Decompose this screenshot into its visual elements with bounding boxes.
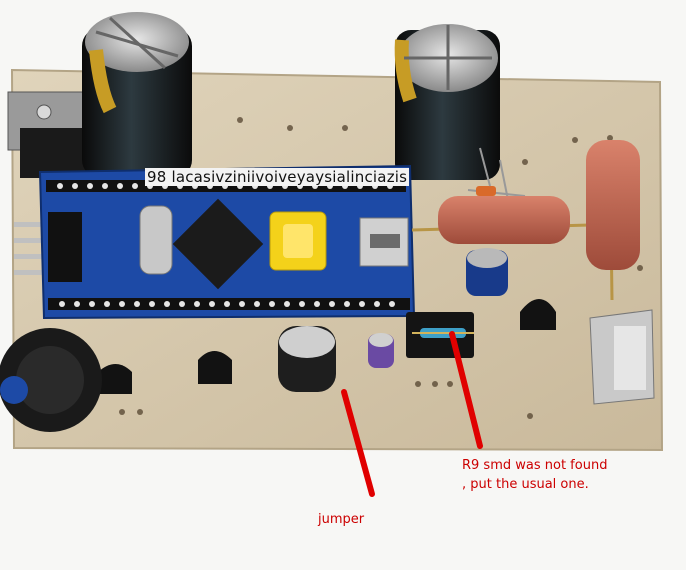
capacitor-middle <box>278 326 336 392</box>
regulator-right <box>589 309 655 405</box>
transistor-left <box>198 351 232 384</box>
r9-annotation-line <box>449 331 483 449</box>
board-banner-text: 98 lacasivziniivoiveyaysialinciazis <box>145 168 410 186</box>
capacitor-right <box>394 24 500 180</box>
jumper-annotation-line <box>341 389 375 497</box>
capacitor-purple <box>368 333 394 368</box>
resistor-horizontal <box>411 196 591 244</box>
r9-note-line2: , put the usual one. <box>462 477 589 492</box>
capacitor-left <box>82 12 192 178</box>
buzzer <box>0 328 102 432</box>
pin-header <box>14 222 52 275</box>
transistor-right <box>520 299 556 330</box>
jumper-label: jumper <box>318 512 365 527</box>
transistor-buzzer-side <box>98 364 132 394</box>
r9-note-line1: R9 smd was not found <box>462 458 608 473</box>
capacitor-blue <box>466 248 508 296</box>
diodes <box>467 147 526 201</box>
stm32-board <box>38 164 416 320</box>
resistor-vertical <box>586 140 640 301</box>
dip-chip <box>406 312 474 358</box>
